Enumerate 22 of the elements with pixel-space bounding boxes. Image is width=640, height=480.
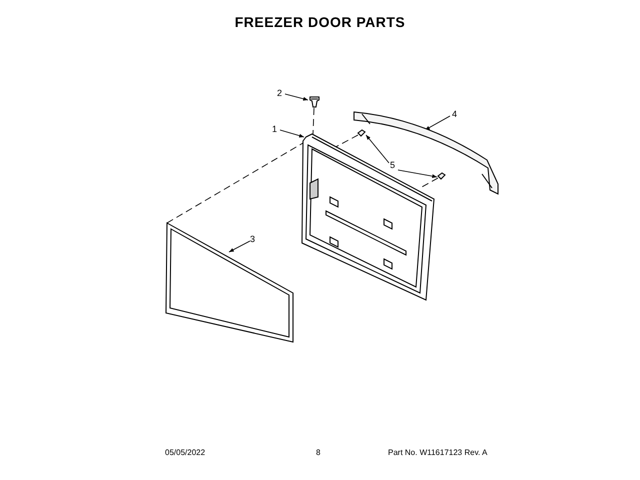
leader-line (366, 134, 390, 164)
part-number-text: Part No. W11617123 Rev. A (388, 448, 488, 458)
screw-drawing (357, 129, 366, 137)
leader-line (398, 170, 438, 178)
page-number: 8 (316, 448, 320, 458)
screw-drawing (437, 172, 446, 180)
leader-line (284, 94, 308, 101)
handle-drawing (352, 110, 500, 196)
leader-line (228, 240, 250, 252)
callout-number: 2 (277, 88, 282, 98)
leader-line (424, 116, 450, 130)
callout-number: 3 (250, 234, 256, 244)
diagram-title: FREEZER DOOR PARTS (234, 14, 406, 30)
leader-line (280, 130, 304, 138)
callout-number: 4 (452, 109, 458, 119)
callout-number: 1 (272, 124, 278, 134)
callout-number: 5 (390, 160, 396, 170)
assembly-line (166, 142, 304, 224)
screw-drawing (309, 96, 320, 108)
assembly-line (420, 178, 438, 188)
date-text: 05/05/2022 (165, 448, 206, 458)
assembly-line (312, 108, 314, 134)
